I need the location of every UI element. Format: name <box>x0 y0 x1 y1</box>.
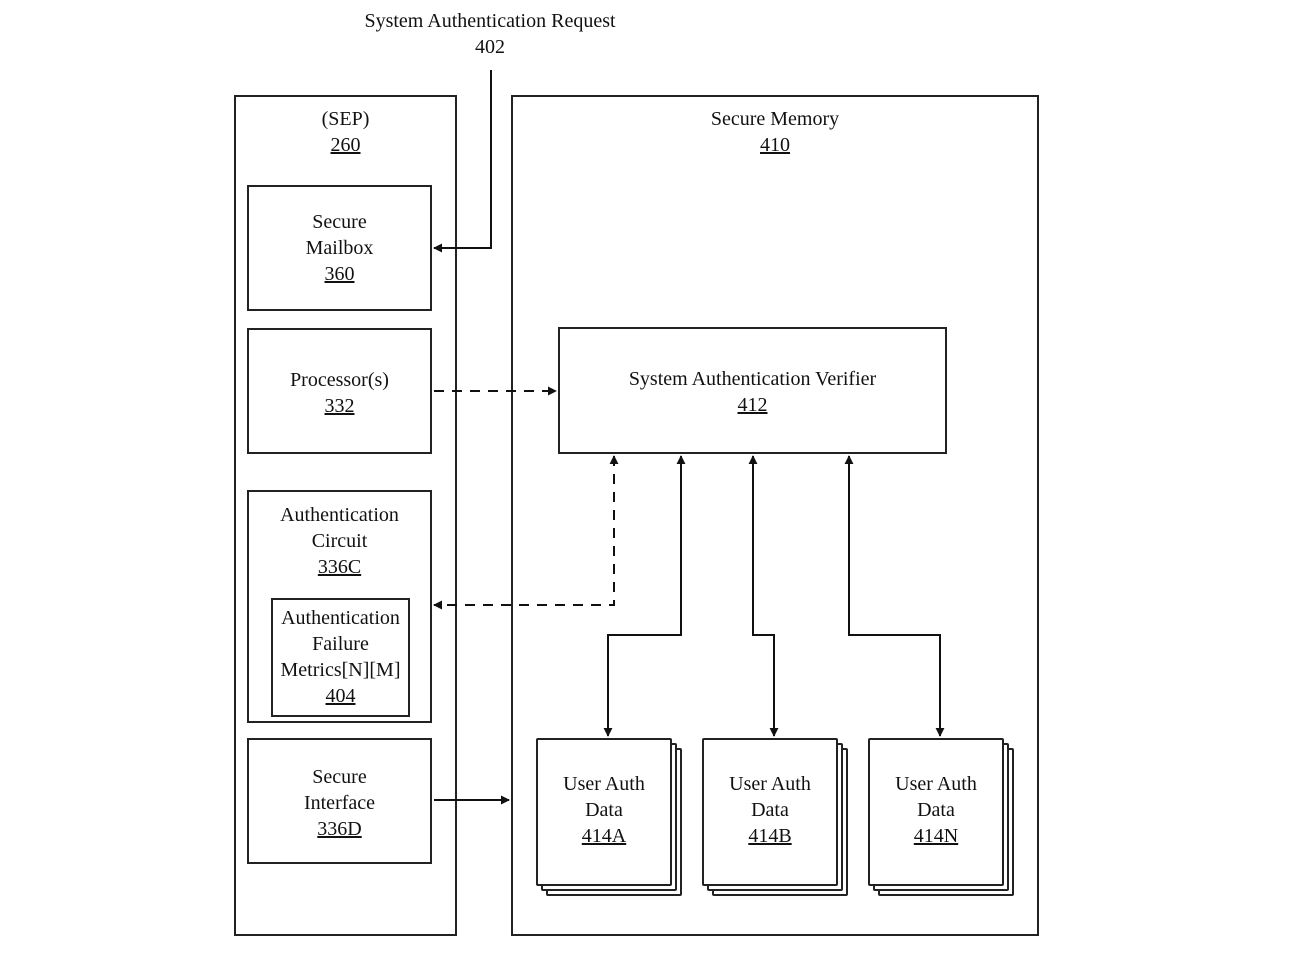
secure-memory-label: Secure Memory 410 <box>511 106 1039 158</box>
user-auth-line1: User Auth <box>563 773 645 795</box>
stack-sheet-front: User Auth Data 414B <box>702 738 838 886</box>
user-auth-data-414a: User Auth Data 414A <box>536 738 684 898</box>
verifier-to-auth-circuit-arrow <box>433 455 619 610</box>
user-auth-line2: Data <box>585 799 623 821</box>
user-auth-ref: 414N <box>913 825 959 847</box>
failure-metrics-line1: Authentication <box>281 607 400 629</box>
mailbox-line1: Secure <box>312 211 367 233</box>
secure-memory-ref: 410 <box>760 134 790 156</box>
sep-title: (SEP) <box>321 108 370 130</box>
user-auth-line2: Data <box>917 799 955 821</box>
secure-interface-line2: Interface <box>303 792 376 814</box>
secure-interface-line1: Secure <box>312 766 367 788</box>
failure-metrics-ref: 404 <box>325 685 356 707</box>
secure-mailbox-label: Secure Mailbox 360 <box>249 209 430 287</box>
authentication-circuit-box: Authentication Circuit 336C Authenticati… <box>247 490 432 723</box>
user-auth-label: User Auth Data 414B <box>704 771 836 849</box>
failure-metrics-label: Authentication Failure Metrics[N][M] 404 <box>273 605 408 709</box>
mailbox-line2: Mailbox <box>305 237 374 259</box>
request-to-mailbox-arrow <box>433 70 492 253</box>
request-label: System Authentication Request 402 <box>340 8 640 60</box>
user-auth-label: User Auth Data 414A <box>538 771 670 849</box>
stack-sheet-front: User Auth Data 414N <box>868 738 1004 886</box>
secure-mailbox-box: Secure Mailbox 360 <box>247 185 432 311</box>
secure-memory-title: Secure Memory <box>710 108 840 130</box>
user-auth-ref: 414B <box>748 825 792 847</box>
processor-line1: Processor(s) <box>290 369 389 391</box>
user-auth-ref: 414A <box>581 825 627 847</box>
user-auth-line1: User Auth <box>895 773 977 795</box>
processor-label: Processor(s) 332 <box>249 367 430 419</box>
verifier-label: System Authentication Verifier 412 <box>560 366 945 418</box>
stack-sheet-front: User Auth Data 414A <box>536 738 672 886</box>
verifier-box: System Authentication Verifier 412 <box>558 327 947 454</box>
secure-interface-box: Secure Interface 336D <box>247 738 432 864</box>
secure-interface-ref: 336D <box>317 818 362 840</box>
failure-metrics-box: Authentication Failure Metrics[N][M] 404 <box>271 598 410 717</box>
failure-metrics-line2: Failure <box>312 633 369 655</box>
processor-ref: 332 <box>324 395 355 417</box>
user-auth-line1: User Auth <box>729 773 811 795</box>
processor-box: Processor(s) 332 <box>247 328 432 454</box>
auth-circuit-line1: Authentication <box>280 504 399 526</box>
verifier-ref: 412 <box>737 394 768 416</box>
request-title: System Authentication Request <box>364 10 616 32</box>
sep-label: (SEP) 260 <box>234 106 457 158</box>
user-auth-label: User Auth Data 414N <box>870 771 1002 849</box>
authentication-circuit-label: Authentication Circuit 336C <box>249 502 430 580</box>
failure-metrics-line3: Metrics[N][M] <box>280 659 401 681</box>
user-auth-line2: Data <box>751 799 789 821</box>
user-auth-data-414b: User Auth Data 414B <box>702 738 850 898</box>
verifier-to-414a-arrow <box>603 455 686 737</box>
auth-circuit-ref: 336C <box>317 556 362 578</box>
verifier-to-414n-arrow <box>844 455 945 737</box>
sep-ref: 260 <box>330 134 361 156</box>
secure-interface-label: Secure Interface 336D <box>249 764 430 842</box>
request-ref: 402 <box>475 36 505 58</box>
user-auth-data-414n: User Auth Data 414N <box>868 738 1016 898</box>
mailbox-ref: 360 <box>324 263 355 285</box>
verifier-to-414b-arrow <box>748 455 779 737</box>
verifier-title: System Authentication Verifier <box>628 368 877 390</box>
auth-circuit-line2: Circuit <box>311 530 368 552</box>
